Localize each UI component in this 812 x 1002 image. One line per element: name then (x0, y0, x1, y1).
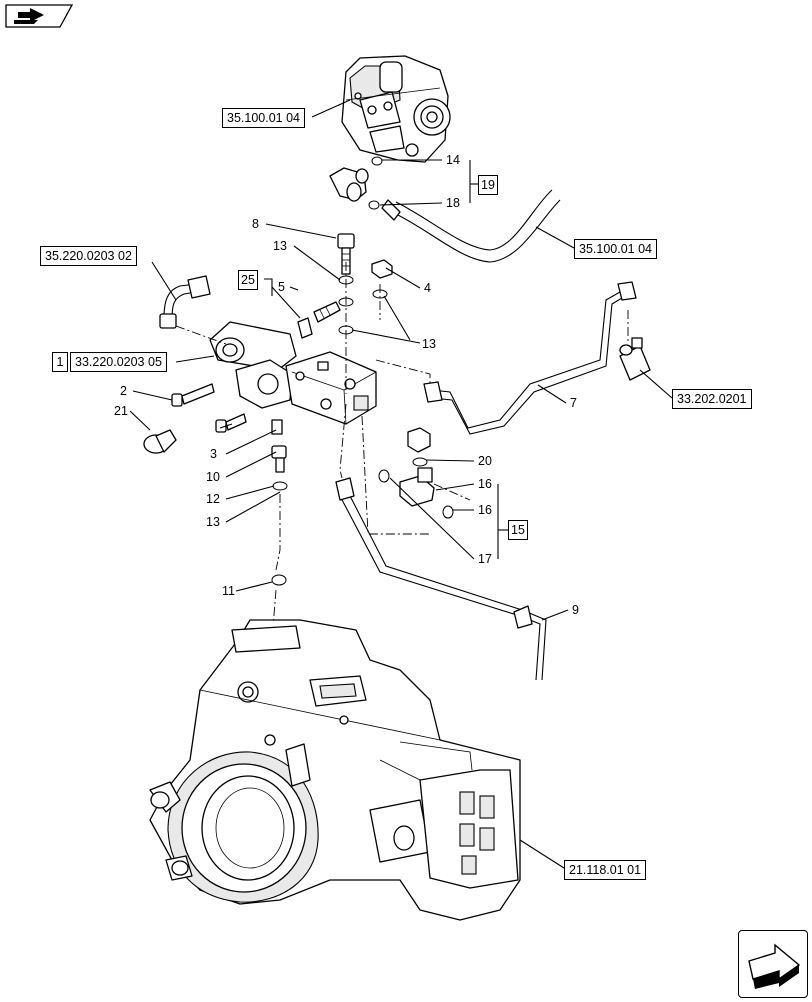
ref-return-pipe[interactable]: 35.100.01 04 (574, 239, 657, 259)
group-19-box: 19 (478, 175, 498, 195)
previous-page-arrow-icon[interactable] (4, 3, 74, 29)
ref-valve-block[interactable]: 33.220.0203 05 (70, 352, 167, 372)
cartridge-5-drawing (297, 301, 341, 339)
callout-9: 9 (572, 603, 579, 617)
callout-18: 18 (446, 196, 460, 210)
callout-17: 17 (478, 552, 492, 566)
callout-12: 12 (206, 492, 220, 506)
callout-11: 11 (222, 584, 235, 598)
callout-16-upper: 16 (478, 477, 492, 491)
plug-4-drawing (371, 259, 393, 299)
bolts-and-sensor-drawing (143, 383, 283, 454)
tee-fitting-drawing (378, 427, 454, 519)
ref-valve-block-quantity: 1 (52, 352, 68, 372)
callout-10: 10 (206, 470, 220, 484)
callout-5: 5 (278, 280, 285, 294)
pilot-line-7-drawing (423, 281, 637, 435)
callout-14: 14 (446, 153, 460, 167)
callout-7: 7 (570, 396, 577, 410)
group-15-box: 15 (508, 520, 528, 540)
pressure-fitting-drawing (159, 275, 211, 329)
ref-pressure-sensor[interactable]: 33.202.0201 (672, 389, 752, 409)
pipe-9-drawing (271, 477, 547, 681)
control-valve-drawing (341, 55, 451, 163)
ref-transmission-housing[interactable]: 21.118.01 01 (564, 860, 647, 880)
callout-8: 8 (252, 217, 259, 231)
ref-pressure-fitting[interactable]: 35.220.0203 02 (40, 246, 137, 266)
next-page-arrow-icon[interactable] (738, 930, 808, 998)
callout-13-bottom: 13 (206, 515, 220, 529)
group-25-box: 25 (238, 270, 258, 290)
callout-21: 21 (114, 404, 128, 418)
valve-block-drawing (209, 321, 377, 425)
callout-16-lower: 16 (478, 503, 492, 517)
return-pipe-drawing (381, 189, 561, 263)
elbow-fitting-drawing (329, 156, 383, 210)
callout-2: 2 (120, 384, 127, 398)
callout-20: 20 (478, 454, 492, 468)
ref-control-valve[interactable]: 35.100.01 04 (222, 108, 305, 128)
callout-13-top: 13 (273, 239, 287, 253)
pressure-sensor-drawing (619, 337, 651, 381)
bolt-8-drawing (337, 233, 355, 335)
callout-13-right: 13 (422, 337, 436, 351)
transmission-housing-drawing (149, 619, 521, 921)
leader-lines (129, 99, 673, 869)
callout-3: 3 (210, 447, 217, 461)
callout-4: 4 (424, 281, 431, 295)
